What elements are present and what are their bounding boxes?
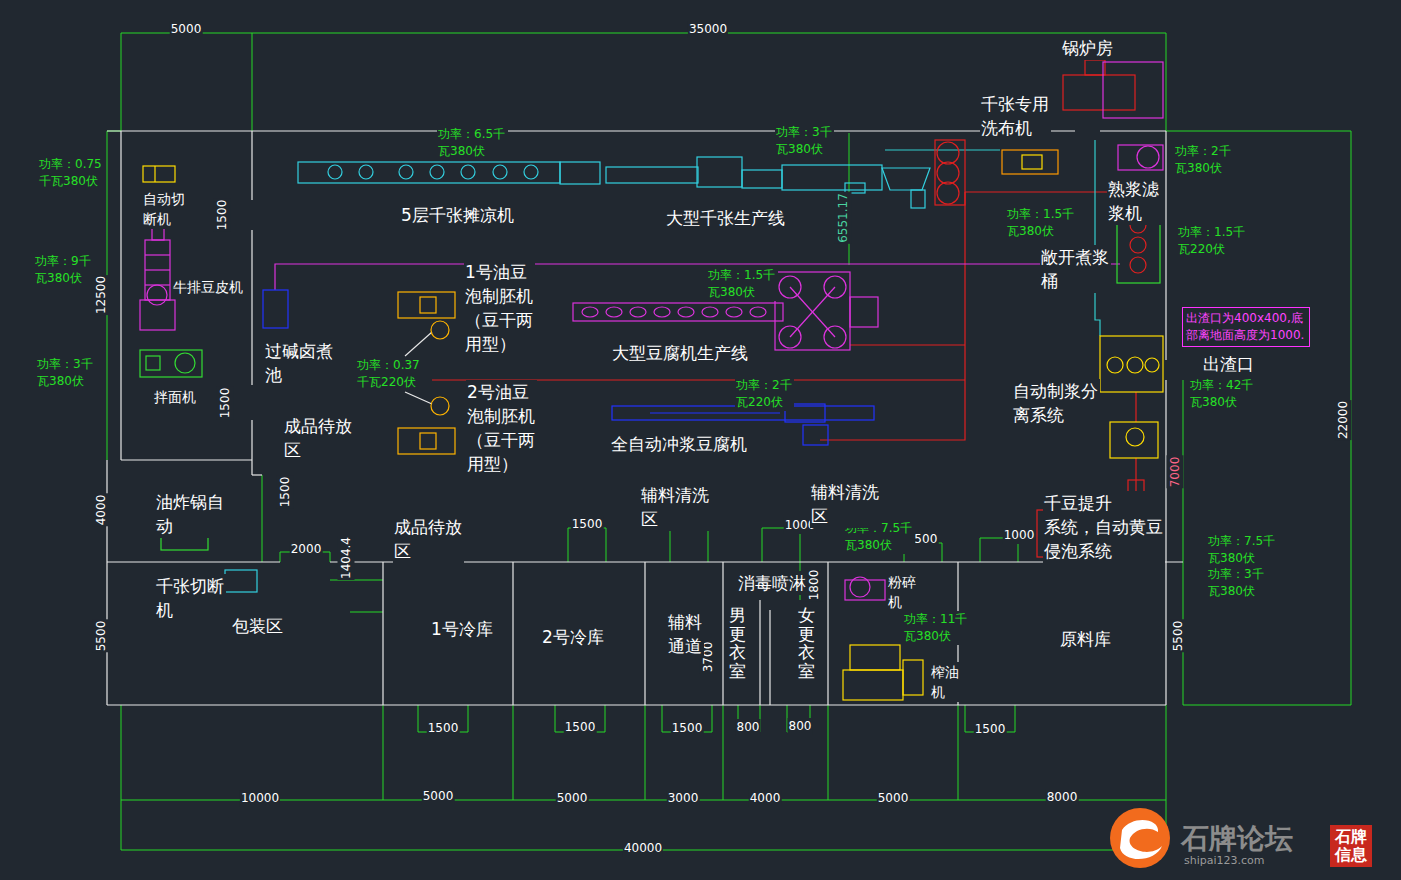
room-label: 包装区 (231, 614, 284, 638)
dimension-label: 1800 (806, 569, 823, 602)
dimension-label: 22000 (1335, 400, 1352, 440)
power-rating: 功率：7.5千 瓦380伏 (1207, 533, 1278, 567)
equipment-label: 千豆提升 系统，自动黄豆 侵泡系统 (1043, 491, 1165, 563)
room-label: 成品待放 区 (393, 515, 464, 563)
dimension-label: 800 (736, 719, 761, 736)
dimension-label: 40000 (623, 840, 663, 857)
equipment-label: 自动制浆分 离系统 (1012, 379, 1100, 427)
room-label: 辅料 通道 (667, 610, 704, 658)
equipment-label: 大型千张生产线 (665, 206, 786, 230)
dimension-label: 6551.17 (835, 192, 852, 244)
power-rating: 功率：1.5千 瓦380伏 (707, 267, 778, 301)
equipment-label: 千张专用 洗布机 (980, 92, 1051, 140)
room-label: 1号冷库 (430, 617, 494, 641)
power-rating: 功率：3千 瓦380伏 (775, 124, 834, 158)
power-rating: 功率：6.5千 瓦380伏 (437, 126, 508, 160)
power-rating: 功率：2千 瓦220伏 (735, 377, 794, 411)
power-rating: 功率：0.37 千瓦220伏 (356, 357, 422, 391)
dimension-label: 5500 (1170, 620, 1187, 653)
equipment-label: 大型豆腐机生产线 (611, 341, 749, 365)
dimension-label: 7000 (1167, 456, 1184, 489)
power-rating: 功率：3千 瓦380伏 (36, 356, 95, 390)
dimension-label: 5500 (93, 620, 110, 653)
watermark: shipai123.com (1183, 853, 1266, 868)
equipment-label: 1号油豆 泡制胚机 （豆干两 用型） (464, 260, 535, 356)
dimension-label: 1500 (427, 720, 460, 737)
equipment-label: 过碱卤煮 池 (264, 339, 335, 387)
equipment-label: 自动切 断机 (142, 189, 187, 229)
equipment-label: 全自动冲浆豆腐机 (610, 432, 748, 456)
room-label: 2号冷库 (541, 625, 605, 649)
dimension-label: 5000 (170, 21, 203, 38)
dimension-label: 35000 (688, 21, 728, 38)
equipment-label: 油炸锅自 动 (155, 490, 226, 538)
power-rating: 功率：1.5千 瓦380伏 (1006, 206, 1077, 240)
dimension-label: 1500 (214, 199, 231, 232)
room-label: 男更衣室 (728, 606, 747, 681)
equipment-label: 敞开煮浆 桶 (1040, 245, 1111, 293)
equipment-label: 拌面机 (153, 387, 197, 407)
power-rating: 功率：42千 瓦380伏 (1189, 377, 1256, 411)
equipment-label: 2号油豆 泡制胚机 （豆干两 用型） (466, 380, 537, 476)
dimension-label: 12500 (93, 275, 110, 315)
dimension-label: 5000 (877, 790, 910, 807)
dimension-label: 8000 (1046, 789, 1079, 806)
dimension-label: 1500 (974, 721, 1007, 738)
dimension-label: 1500 (217, 387, 234, 420)
watermark: 石牌信息 (1334, 828, 1368, 863)
equipment-label: 榨油 机 (930, 662, 961, 702)
dimension-label: 2000 (290, 541, 323, 558)
equipment-label: 5层千张摊凉机 (400, 203, 515, 227)
room-label: 成品待放 区 (283, 414, 354, 462)
dimension-label: 10000 (240, 790, 280, 807)
equipment-label: 出渣口 (1202, 352, 1255, 376)
note-text: 出渣口为400x400,底 部离地面高度为1000. (1186, 310, 1306, 344)
note-box: 出渣口为400x400,底 部离地面高度为1000. (1182, 307, 1310, 347)
dimension-label: 1404.4 (338, 536, 355, 580)
dimension-label: 1500 (564, 719, 597, 736)
power-rating: 功率：0.75 千瓦380伏 (38, 156, 104, 190)
room-label: 辅料清洗 区 (640, 483, 711, 531)
dimension-lines (107, 33, 1351, 850)
power-rating: 功率：1.5千 瓦220伏 (1177, 224, 1248, 258)
equipment-label: 千张切断 机 (155, 574, 226, 622)
watermark-logo (1110, 808, 1372, 868)
room-label: 锅炉房 (1061, 36, 1114, 60)
room-label: 女更衣室 (797, 606, 816, 681)
power-rating: 功率：11千 瓦380伏 (903, 611, 970, 645)
dimension-label: 800 (788, 718, 813, 735)
walls (107, 131, 1183, 705)
room-label: 原料库 (1059, 627, 1112, 651)
room-label: 消毒喷淋 (737, 571, 807, 595)
magenta-equipment (140, 62, 1163, 600)
other-equipment (140, 150, 1163, 700)
power-rating: 功率：3千 瓦380伏 (1207, 566, 1266, 600)
dimension-label: 3000 (667, 790, 700, 807)
dimension-label: 1000 (1003, 527, 1036, 544)
dimension-label: 5000 (422, 788, 455, 805)
dimension-label: 4000 (749, 790, 782, 807)
power-rating: 功率：9千 瓦380伏 (34, 253, 93, 287)
dimension-label: 5000 (556, 790, 589, 807)
pipes (275, 140, 1136, 510)
boiler-and-presses (935, 60, 1163, 557)
dimension-label: 1500 (277, 476, 294, 509)
dimension-label: 1500 (571, 516, 604, 533)
room-label: 辅料清洗 区 (810, 480, 881, 528)
equipment-label: 牛排豆皮机 (172, 277, 244, 297)
equipment-label: 粉碎 机 (887, 572, 918, 612)
dimension-label: 1500 (671, 720, 704, 737)
dimension-label: 4000 (93, 494, 110, 527)
power-rating: 功率：2千 瓦380伏 (1174, 143, 1233, 177)
equipment-label: 熟浆滤 浆机 (1107, 177, 1161, 225)
